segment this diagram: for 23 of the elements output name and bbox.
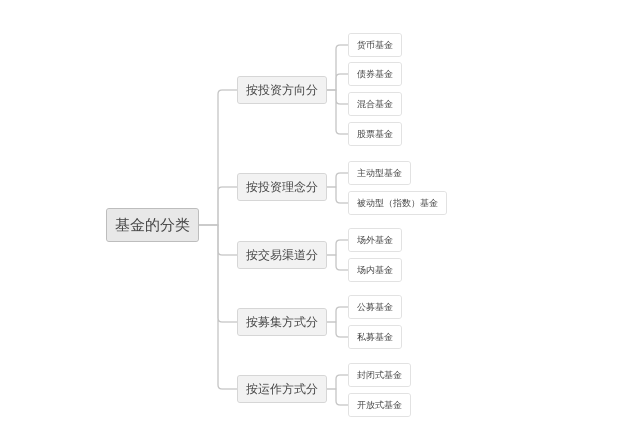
category-box: 按交易渠道分 — [237, 241, 327, 269]
subcategory-box: 开放式基金 — [348, 393, 411, 417]
subcategory-box: 场内基金 — [348, 258, 402, 282]
connector-line — [199, 224, 237, 390]
connector-line — [327, 186, 348, 204]
subcategory-box: 货币基金 — [348, 33, 402, 57]
category-box: 按投资方向分 — [237, 76, 327, 104]
connector-line — [327, 388, 348, 406]
subcategory-box: 主动型基金 — [348, 161, 411, 185]
subcategory-box: 混合基金 — [348, 92, 402, 116]
root-topic-box: 基金的分类 — [106, 208, 199, 242]
subcategory-box: 债券基金 — [348, 62, 402, 86]
connector-line — [327, 254, 348, 271]
connector-line — [327, 321, 348, 338]
category-box: 按募集方式分 — [237, 308, 327, 336]
category-box: 按运作方式分 — [237, 375, 327, 403]
subcategory-box: 场外基金 — [348, 228, 402, 252]
subcategory-box: 被动型（指数）基金 — [348, 191, 447, 215]
category-box: 按投资理念分 — [237, 173, 327, 201]
subcategory-box: 股票基金 — [348, 122, 402, 146]
subcategory-box: 封闭式基金 — [348, 363, 411, 387]
subcategory-box: 公募基金 — [348, 295, 402, 319]
subcategory-box: 私募基金 — [348, 325, 402, 349]
